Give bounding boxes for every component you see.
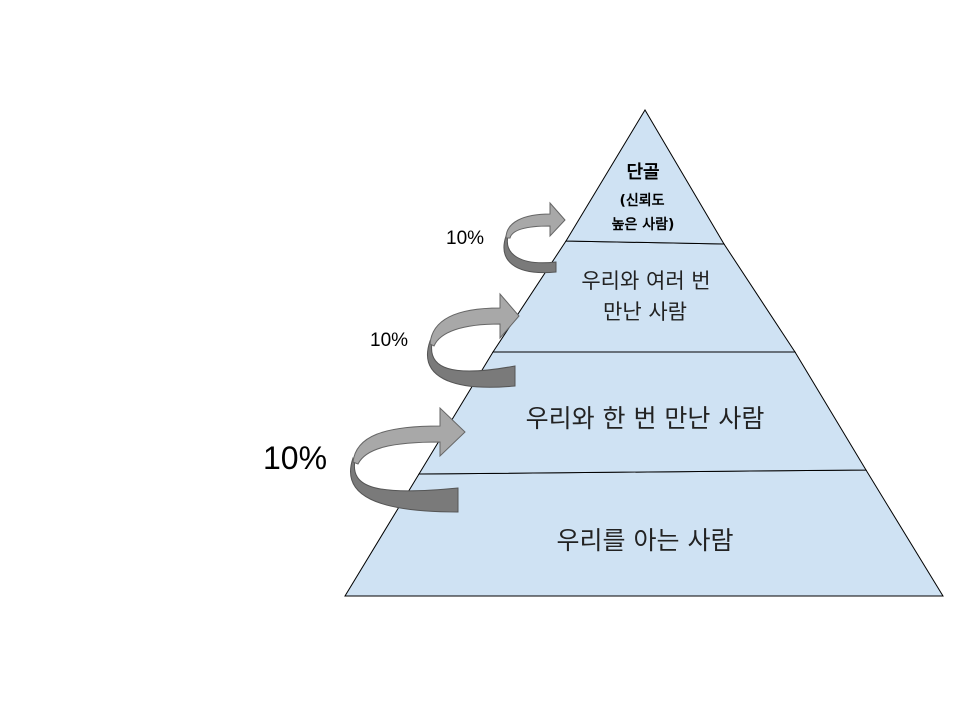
- tier-top-subtitle-line2: 높은 사람): [612, 217, 675, 233]
- percentage-labels: 10% 10% 10%: [263, 228, 484, 476]
- transition-pct-middle: 10%: [370, 330, 408, 351]
- tier-labels: 단골 (신뢰도 높은 사람) 우리와 여러 번 만난 사람 우리와 한 번 만난…: [526, 162, 765, 555]
- curved-arrow-icon: [350, 406, 466, 513]
- pyramid: [344, 109, 944, 597]
- curved-arrow-icon: [503, 201, 566, 274]
- tier-bottom-label: 우리를 아는 사람: [557, 526, 734, 555]
- curved-arrow-icon: [427, 292, 520, 388]
- tier-lower-middle-label: 우리와 한 번 만난 사람: [526, 404, 765, 433]
- transition-pct-bottom: 10%: [263, 440, 327, 476]
- tier-upper-middle: [492, 240, 796, 353]
- tier-upper-middle-line1: 우리와 여러 번: [581, 269, 710, 293]
- tier-top-subtitle-line1: (신뢰도: [619, 193, 664, 209]
- transition-pct-top: 10%: [446, 228, 484, 249]
- tier-top-title: 단골: [626, 162, 659, 183]
- tier-upper-middle-line2: 만난 사람: [603, 300, 687, 324]
- transition-arrows: [350, 201, 566, 513]
- tier-top: [565, 109, 725, 245]
